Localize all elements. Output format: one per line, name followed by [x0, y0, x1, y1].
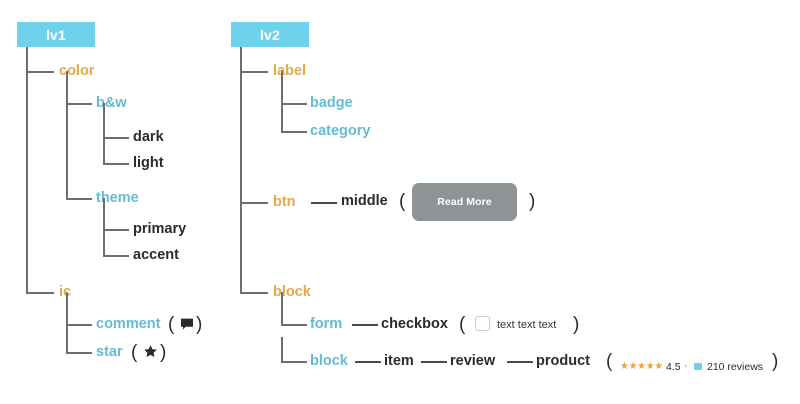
node-light[interactable]: light — [133, 155, 164, 171]
product-paren-open: ( — [606, 351, 613, 372]
btn-paren-close: ) — [529, 191, 536, 212]
connector-lv1-trunk — [26, 47, 28, 293]
star-icon — [143, 344, 158, 361]
connector-block-form-trunk — [281, 292, 283, 325]
connector-lv2-trunk — [240, 47, 242, 293]
rating-stars: ★★★★★ — [620, 361, 663, 372]
node-theme[interactable]: theme — [96, 190, 139, 206]
connector-ic-trunk — [66, 292, 68, 352]
root-box-lv1-label: lv1 — [45, 26, 67, 43]
connector-label-category — [281, 131, 307, 133]
review-comment-icon — [694, 363, 702, 370]
node-ic[interactable]: ic — [59, 285, 71, 300]
node-item[interactable]: item — [384, 353, 414, 369]
comment-icon — [180, 317, 194, 333]
star-paren-close: ) — [160, 342, 167, 363]
checkbox-label: text text text — [497, 319, 557, 331]
product-paren-close: ) — [772, 351, 779, 372]
node-primary[interactable]: primary — [133, 221, 187, 237]
connector-item-review — [421, 361, 447, 363]
rating-value: 4.5 — [666, 361, 681, 373]
comment-paren-open: ( — [168, 314, 175, 335]
connector-color-bw — [66, 103, 92, 105]
comment-paren-close: ) — [196, 314, 203, 335]
node-bw[interactable]: b&w — [96, 95, 127, 111]
connector-form-checkbox — [352, 324, 378, 326]
connector-block-block — [281, 361, 307, 363]
connector-review-product — [507, 361, 533, 363]
connector-btn-middle — [311, 202, 337, 204]
checkbox-paren-open: ( — [459, 314, 466, 335]
connector-lv1-color — [26, 71, 54, 73]
connector-lv1-ic — [26, 292, 54, 294]
connector-label-trunk — [281, 71, 283, 131]
root-box-lv2[interactable]: lv2 — [231, 22, 309, 47]
root-box-lv2-label: lv2 — [259, 26, 281, 43]
rating-separator: · — [684, 360, 688, 372]
connector-lv2-btn — [240, 202, 268, 204]
node-label[interactable]: label — [273, 63, 307, 79]
connector-block-block-trunk — [281, 337, 283, 362]
connector-bw-trunk — [103, 103, 105, 163]
node-star[interactable]: star — [96, 344, 123, 360]
node-form[interactable]: form — [310, 316, 343, 332]
node-badge[interactable]: badge — [310, 95, 353, 111]
node-accent[interactable]: accent — [133, 247, 179, 263]
node-category[interactable]: category — [310, 123, 371, 139]
node-review[interactable]: review — [450, 353, 496, 369]
connector-theme-primary — [103, 229, 129, 231]
connector-theme-accent — [103, 255, 129, 257]
read-more-button[interactable]: Read More — [412, 183, 517, 221]
node-product[interactable]: product — [536, 353, 590, 369]
connector-theme-trunk — [103, 198, 105, 256]
node-dark[interactable]: dark — [133, 129, 164, 145]
node-checkbox[interactable]: checkbox — [381, 316, 448, 332]
node-comment[interactable]: comment — [96, 316, 161, 332]
star-paren-open: ( — [131, 342, 138, 363]
review-count-label: 210 reviews — [707, 361, 764, 373]
node-btn[interactable]: btn — [273, 194, 296, 210]
root-box-lv1[interactable]: lv1 — [17, 22, 95, 47]
connector-block-form — [281, 324, 307, 326]
connector-ic-star — [66, 352, 92, 354]
node-color[interactable]: color — [59, 63, 95, 79]
connector-lv2-label — [240, 71, 268, 73]
btn-paren-open: ( — [399, 191, 406, 212]
checkbox-input[interactable] — [475, 316, 490, 331]
connector-lv2-block — [240, 292, 268, 294]
connector-block-item — [355, 361, 381, 363]
connector-ic-comment — [66, 324, 92, 326]
node-block-nested[interactable]: block — [310, 353, 348, 369]
node-middle[interactable]: middle — [341, 193, 388, 209]
node-block[interactable]: block — [273, 284, 311, 300]
connector-label-badge — [281, 103, 307, 105]
connector-color-trunk — [66, 71, 68, 198]
connector-color-theme — [66, 198, 92, 200]
connector-bw-light — [103, 163, 129, 165]
checkbox-paren-close: ) — [573, 314, 580, 335]
connector-bw-dark — [103, 137, 129, 139]
